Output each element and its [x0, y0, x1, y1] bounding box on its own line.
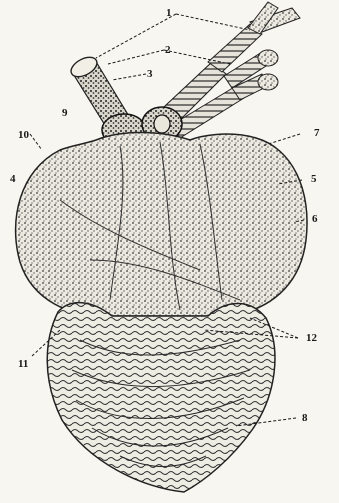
label-8: 8	[302, 413, 308, 424]
vessel-branch-2-tip	[258, 50, 278, 66]
great-vessels	[68, 2, 300, 146]
label-7: 7	[314, 128, 320, 139]
label-12: 12	[306, 333, 317, 344]
label-9: 9	[62, 108, 68, 119]
label-1: 1	[166, 8, 172, 19]
label-2: 2	[165, 45, 171, 56]
label-5: 5	[311, 174, 317, 185]
label-11: 11	[18, 359, 28, 370]
atria-lobe	[16, 133, 307, 317]
label-10: 10	[18, 130, 29, 141]
label-6: 6	[312, 214, 318, 225]
label-4: 4	[10, 174, 16, 185]
label-3: 3	[147, 69, 153, 80]
vessel-branch-3-tip	[258, 74, 278, 90]
ventricle	[47, 303, 275, 492]
vessel-lumen	[154, 115, 170, 133]
